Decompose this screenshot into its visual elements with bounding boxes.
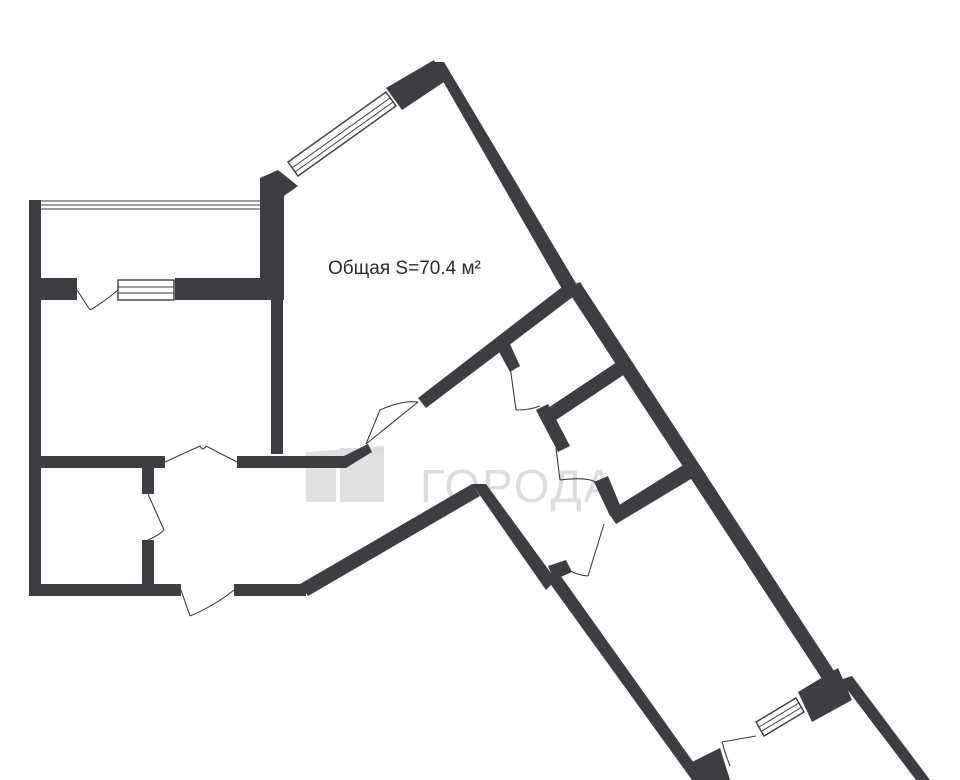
corridor-top-wall <box>237 456 307 468</box>
small-room-right-wall-top <box>142 464 154 494</box>
balcony-room-wall-left <box>29 278 77 300</box>
left-main-divider-wall <box>271 296 283 454</box>
doors <box>76 289 757 767</box>
balcony-door <box>76 289 119 311</box>
windows <box>117 91 805 737</box>
bathroom-door <box>509 365 541 411</box>
main-room-corner-column <box>260 170 298 300</box>
corridor-bottom-diagonal <box>300 484 480 596</box>
exterior-diagonal-wall <box>432 62 580 296</box>
balcony-left-wall <box>29 200 41 300</box>
bottom-room-left-wall <box>546 572 706 780</box>
bath-wall-horizontal-2 <box>608 462 696 524</box>
watermark: ГОРОДА <box>306 446 614 512</box>
small-room-bottom-wall <box>29 584 181 596</box>
watermark-logo-icon <box>306 446 384 502</box>
bottom-room-window-pier <box>798 668 852 722</box>
bath-wall-horizontal-1 <box>548 360 628 420</box>
left-room-door <box>164 445 238 463</box>
bottom-room-door <box>565 523 605 577</box>
left-room-bottom-wall <box>29 456 165 468</box>
small-room-door <box>147 493 165 541</box>
main-room-bottom-wall <box>418 284 574 408</box>
exterior-diagonal-wall-bottom <box>840 676 930 780</box>
small-room-right-wall-bottom <box>142 540 154 596</box>
bath-divider-lower <box>594 476 622 516</box>
wc-door <box>555 447 599 485</box>
walls <box>29 60 930 780</box>
main-room-window-pier <box>386 60 444 110</box>
balcony-room-wall-right <box>175 278 283 300</box>
bath-divider-mid <box>536 404 570 452</box>
bath-divider-top <box>498 344 520 372</box>
exterior-diagonal-wall-lower <box>566 282 840 688</box>
entrance-bottom-wall <box>234 584 306 596</box>
entrance-door <box>180 589 235 617</box>
bottom-room-corner <box>692 748 730 780</box>
main-room-door <box>365 401 419 445</box>
total-area-label: Общая S=70.4 м² <box>328 258 481 279</box>
corridor-bottom-right-diagonal <box>472 484 556 590</box>
bottom-room-window <box>755 697 805 737</box>
bottom-room-window-door <box>721 735 757 767</box>
balcony-door-window <box>117 279 175 301</box>
left-room-left-wall <box>29 296 41 596</box>
main-room-window <box>287 91 397 177</box>
corridor-top-wall-end <box>300 444 372 468</box>
